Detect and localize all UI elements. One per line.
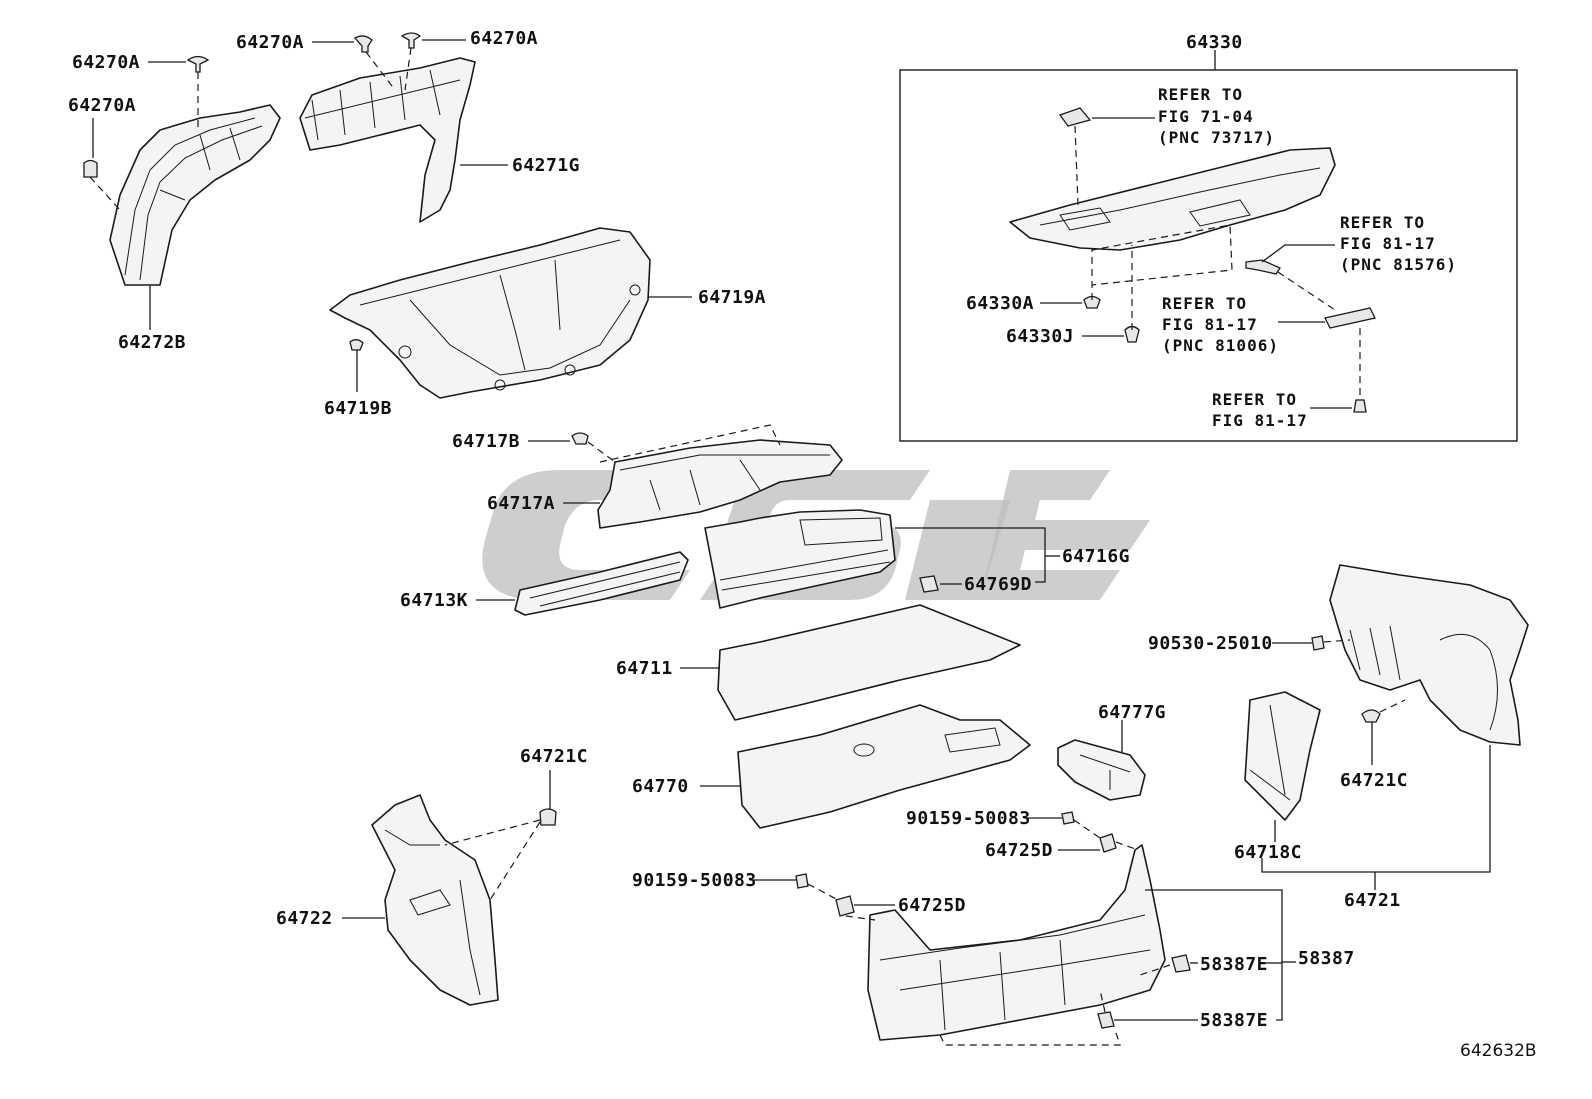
trunk-lid-trim-64719a[interactable] xyxy=(329,227,651,399)
clip-64270a-4[interactable] xyxy=(400,32,422,49)
label-64725d-2: 64725D xyxy=(898,895,966,916)
label-64777g: 64777G xyxy=(1098,702,1166,723)
label-64718c: 64718C xyxy=(1234,842,1302,863)
bracket-ref-81006[interactable] xyxy=(1324,307,1376,329)
label-64330: 64330 xyxy=(1186,32,1243,53)
trim-panel-64716g[interactable] xyxy=(704,509,896,609)
clip-64270a-1[interactable] xyxy=(186,55,210,73)
svg-text:REFER TO: REFER TO xyxy=(1162,294,1247,313)
label-90530-25010: 90530-25010 xyxy=(1148,633,1273,654)
refer-note-4: REFER TO FIG 81-17 xyxy=(1212,390,1308,430)
label-64270a-2: 64270A xyxy=(68,95,136,116)
label-64271g: 64271G xyxy=(512,155,580,176)
svg-text:REFER TO: REFER TO xyxy=(1212,390,1297,409)
bolt-ref-81-17[interactable] xyxy=(1353,399,1367,413)
side-trim-64272b[interactable] xyxy=(109,104,281,286)
clip-64717b[interactable] xyxy=(571,432,589,445)
label-64270a-3: 64270A xyxy=(236,32,304,53)
clip-64725d-1[interactable] xyxy=(1099,833,1117,853)
reinforcement-64713k[interactable] xyxy=(514,551,689,616)
clip-64719b[interactable] xyxy=(349,339,364,351)
clip-64270a-3[interactable] xyxy=(353,35,373,53)
svg-text:FIG 81-17: FIG 81-17 xyxy=(1162,315,1258,334)
clip-58387e-2[interactable] xyxy=(1097,1011,1115,1029)
label-64270a-1: 64270A xyxy=(72,52,140,73)
floor-board-64770[interactable] xyxy=(737,704,1031,829)
label-58387e-1: 58387E xyxy=(1200,954,1268,975)
label-64716g: 64716G xyxy=(1062,546,1130,567)
svg-text:REFER TO: REFER TO xyxy=(1340,213,1425,232)
svg-text:(PNC 81006): (PNC 81006) xyxy=(1162,336,1279,355)
label-64717b: 64717B xyxy=(452,431,520,452)
clip-90159-50083-1[interactable] xyxy=(1061,811,1075,825)
label-64722: 64722 xyxy=(276,908,333,929)
svg-text:FIG 81-17: FIG 81-17 xyxy=(1212,411,1308,430)
box-64777g[interactable] xyxy=(1057,739,1146,801)
label-64721c-right: 64721C xyxy=(1340,770,1408,791)
clip-64330a[interactable] xyxy=(1083,295,1101,309)
label-58387: 58387 xyxy=(1298,948,1355,969)
label-64713k: 64713K xyxy=(400,590,468,611)
refer-note-3: REFER TO FIG 81-17 (PNC 81006) xyxy=(1162,294,1279,355)
wire-ref-81576[interactable] xyxy=(1245,259,1281,275)
label-64770: 64770 xyxy=(632,776,689,797)
svg-text:REFER TO: REFER TO xyxy=(1158,85,1243,104)
refer-note-1: REFER TO FIG 71-04 (PNC 73717) xyxy=(1158,85,1275,147)
label-64725d-1: 64725D xyxy=(985,840,1053,861)
label-64330a: 64330A xyxy=(966,293,1034,314)
side-trim-64722[interactable] xyxy=(371,794,499,1006)
label-64719b: 64719B xyxy=(324,398,392,419)
label-64717a: 64717A xyxy=(487,493,555,514)
clip-64725d-2[interactable] xyxy=(835,895,855,917)
trim-64718c[interactable] xyxy=(1244,691,1321,821)
trunk-mat-64711[interactable] xyxy=(717,604,1021,721)
clip-58387e-1[interactable] xyxy=(1171,954,1191,973)
refer-note-2: REFER TO FIG 81-17 (PNC 81576) xyxy=(1340,213,1457,274)
label-90159-50083-1: 90159-50083 xyxy=(906,808,1031,829)
side-trim-64721[interactable] xyxy=(1329,564,1529,746)
trim-clip-ref-73717[interactable] xyxy=(1058,107,1092,127)
clip-90530-25010[interactable] xyxy=(1311,635,1325,651)
side-trim-64271g[interactable] xyxy=(299,57,476,223)
clip-64721c-right[interactable] xyxy=(1361,709,1381,723)
label-64272b: 64272B xyxy=(118,332,186,353)
label-64721c-left: 64721C xyxy=(520,746,588,767)
label-58387e-2: 58387E xyxy=(1200,1010,1268,1031)
clip-64330j[interactable] xyxy=(1124,325,1140,343)
svg-text:(PNC 81576): (PNC 81576) xyxy=(1340,255,1457,274)
clip-90159-50083-2[interactable] xyxy=(795,873,809,889)
label-64721: 64721 xyxy=(1344,890,1401,911)
label-64270a-4: 64270A xyxy=(470,28,538,49)
clip-64270a-2[interactable] xyxy=(83,159,98,178)
inset-box-64330 xyxy=(899,69,1518,442)
label-64769d: 64769D xyxy=(964,574,1032,595)
clip-64721c-left[interactable] xyxy=(539,808,557,826)
label-64711: 64711 xyxy=(616,658,673,679)
rear-panel-58387[interactable] xyxy=(867,844,1166,1041)
svg-text:(PNC 73717): (PNC 73717) xyxy=(1158,128,1275,147)
label-64719a: 64719A xyxy=(698,287,766,308)
svg-text:FIG 81-17: FIG 81-17 xyxy=(1340,234,1436,253)
trim-cover-64717a[interactable] xyxy=(597,439,843,529)
package-tray-64330[interactable] xyxy=(1009,147,1336,251)
label-64330j: 64330J xyxy=(1006,326,1074,347)
svg-text:FIG 71-04: FIG 71-04 xyxy=(1158,107,1254,126)
label-90159-50083-2: 90159-50083 xyxy=(632,870,757,891)
figure-id: 642632B xyxy=(1460,1041,1537,1061)
clip-64769d[interactable] xyxy=(919,575,939,593)
